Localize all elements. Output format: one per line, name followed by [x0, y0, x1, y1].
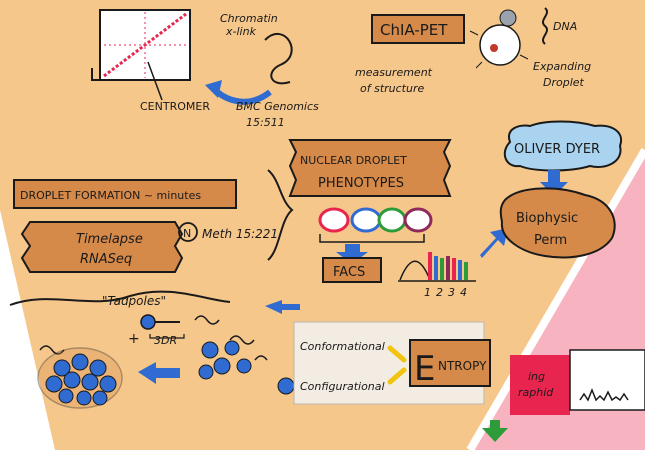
droplet-formation-label: DROPLET FORMATION ~ minutes	[20, 189, 201, 202]
biophysics-blob	[499, 187, 616, 259]
centromer-pointer	[147, 61, 163, 101]
biophysics-line-1: Biophysic	[516, 211, 578, 226]
chia-pet-box	[371, 14, 465, 44]
crosslink-label: x-link	[225, 25, 257, 38]
blue-arrow-left-top	[265, 300, 300, 314]
expanding-line-2: Droplet	[543, 76, 585, 89]
dna-label: DNA	[553, 20, 577, 33]
histogram-tick-3: 3	[448, 286, 455, 299]
methods-badge-letter: N	[183, 227, 191, 240]
magenta-card	[510, 355, 570, 415]
entropy-box	[409, 339, 491, 387]
expanding-line-1: Expanding	[533, 60, 591, 73]
phenotypes-line-1: NUCLEAR DROPLET	[300, 154, 407, 167]
white-card	[569, 349, 645, 411]
centromer-label: CENTROMER	[140, 100, 210, 113]
nucleus-cells	[318, 207, 433, 233]
brace-connector	[267, 169, 294, 261]
conformational-label: Conformational	[300, 340, 385, 353]
citation-line-1: BMC Genomics	[236, 100, 319, 113]
biophysics-line-2: Perm	[534, 233, 567, 248]
expanding-droplet-drawing	[469, 9, 529, 69]
chromatin-label: Chromatin	[220, 12, 278, 25]
blue-arrow-up-right	[480, 228, 508, 258]
blue-arrow-left-bottom	[138, 362, 180, 384]
timelapse-line-1: Timelapse	[76, 232, 143, 247]
green-arrow-down	[482, 420, 508, 442]
plus-sign: +	[128, 331, 140, 347]
three-dr-bracket	[149, 334, 185, 339]
phenotypes-line-2: PHENOTYPES	[318, 176, 404, 191]
histogram-tick-2: 2	[436, 286, 443, 299]
oliver-bubble	[503, 120, 623, 172]
fragment-line-2: raphid	[518, 386, 554, 399]
measurement-line-1: measurement	[355, 66, 433, 79]
chromatin-squiggle	[264, 32, 293, 85]
left-white-corner	[0, 210, 55, 450]
tadpoles-label: "Tadpoles"	[102, 294, 166, 308]
fragment-line-1: ing	[528, 370, 545, 383]
droplet-cluster	[45, 353, 117, 406]
citation-line-2: 15:511	[246, 116, 285, 129]
blue-arrow-down-right	[540, 170, 568, 196]
signal-trace	[579, 387, 629, 402]
histogram-tick-1: 1	[424, 286, 431, 299]
methods-badge	[178, 222, 198, 242]
cells-bracket	[319, 234, 425, 243]
tadpole-head	[140, 314, 156, 330]
entropy-initial: E	[414, 349, 435, 389]
scattered-droplets	[198, 340, 295, 395]
configurational-label: Configurational	[300, 380, 385, 393]
yellow-arrows	[387, 345, 407, 385]
facs-label: FACS	[333, 265, 365, 280]
chromatin-wave-line	[9, 290, 231, 306]
facs-box	[322, 257, 382, 283]
three-dr-label: 3DR	[154, 334, 177, 347]
entropy-rest: NTROPY	[438, 359, 487, 373]
methods-citation: Meth 15:221	[202, 227, 278, 241]
panel-divider	[466, 147, 645, 450]
histogram-tick-4: 4	[460, 286, 467, 299]
chia-pet-label: ChIA-PET	[380, 21, 448, 39]
blue-arrow-top-head	[205, 80, 222, 98]
facs-histogram	[398, 252, 476, 282]
squiggle-1	[39, 315, 268, 361]
phenotypes-banner	[288, 139, 452, 197]
oliver-label: OLIVER DYER	[514, 142, 600, 157]
droplet-formation-box	[13, 179, 237, 209]
contact-map	[91, 9, 191, 81]
dna-helix-icon	[542, 7, 548, 45]
blue-arrow-down	[336, 244, 368, 264]
timelapse-line-2: RNASeq	[80, 252, 132, 267]
measurement-line-2: of structure	[360, 82, 424, 95]
